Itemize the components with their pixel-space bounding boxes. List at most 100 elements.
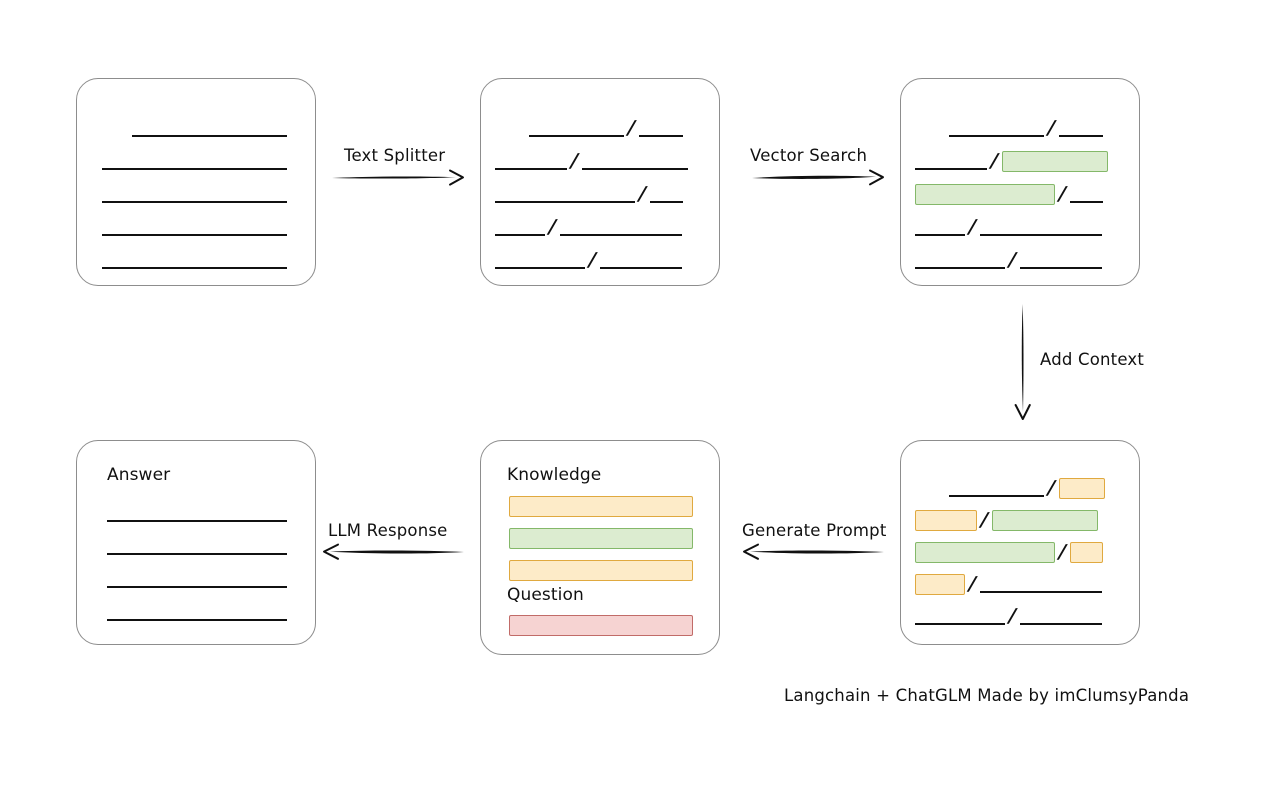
arrow-vector-search-label: Vector Search xyxy=(750,146,868,165)
highlight-chip-yellow xyxy=(915,510,977,531)
answer-label: Answer xyxy=(107,465,171,485)
text-row xyxy=(107,570,287,590)
slash-separator: / xyxy=(1047,117,1056,139)
text-line-segment xyxy=(1058,135,1103,137)
slash-separator: / xyxy=(990,150,999,172)
text-line-segment xyxy=(495,168,567,170)
text-line-segment xyxy=(1019,623,1102,625)
text-row: / xyxy=(915,216,1102,238)
credit-text: Langchain + ChatGLM Made by imClumsyPand… xyxy=(784,686,1190,705)
arrow-llm-response-label: LLM Response xyxy=(328,521,448,540)
text-line-segment xyxy=(107,553,287,555)
text-row: / xyxy=(495,183,683,205)
card-context-chunks-rows: / / / / / xyxy=(901,441,1139,644)
highlight-chip-yellow xyxy=(915,574,965,595)
text-row: / xyxy=(495,249,682,271)
card-source-document-rows xyxy=(77,79,315,285)
text-line-segment xyxy=(102,267,287,269)
text-line-segment xyxy=(102,201,287,203)
slash-separator: / xyxy=(548,216,557,238)
highlight-chip-green xyxy=(915,542,1055,563)
card-retrieved-chunks-rows: / / / / / xyxy=(901,79,1139,285)
text-line-segment xyxy=(495,201,635,203)
arrow-generate-prompt: Generate Prompt xyxy=(738,521,886,565)
text-line-segment xyxy=(1019,267,1102,269)
text-line-segment xyxy=(915,234,965,236)
text-row: / xyxy=(915,249,1102,271)
text-line-segment xyxy=(581,168,688,170)
card-prompt: Knowledge Question xyxy=(480,440,720,655)
slash-separator: / xyxy=(980,509,989,531)
text-line-segment xyxy=(915,267,1005,269)
arrow-text-splitter-label: Text Splitter xyxy=(344,146,446,165)
arrow-llm-response: LLM Response xyxy=(318,521,466,565)
arrow-add-context-label: Add Context xyxy=(1040,350,1145,369)
text-row: / xyxy=(915,183,1103,205)
text-row xyxy=(107,504,287,524)
arrow-vector-search: Vector Search xyxy=(750,146,885,190)
highlight-chip-yellow xyxy=(1069,542,1103,563)
text-line-segment xyxy=(638,135,683,137)
text-line-segment xyxy=(1069,201,1103,203)
text-line-segment xyxy=(529,135,624,137)
card-split-chunks: / / / / / xyxy=(480,78,720,286)
prompt-knowledge-label: Knowledge xyxy=(507,465,602,485)
text-line-segment xyxy=(102,168,287,170)
card-answer-rows xyxy=(77,441,315,644)
text-line-segment xyxy=(649,201,683,203)
prompt-knowledge-bar-3 xyxy=(509,560,693,581)
slash-separator: / xyxy=(1058,183,1067,205)
text-row: / xyxy=(949,477,1105,499)
text-line-segment xyxy=(107,520,287,522)
text-line-segment xyxy=(107,586,287,588)
slash-separator: / xyxy=(1058,541,1067,563)
text-line-segment xyxy=(102,234,287,236)
slash-separator: / xyxy=(638,183,647,205)
text-row: / xyxy=(915,541,1103,563)
text-line-segment xyxy=(107,619,287,621)
text-line-segment xyxy=(559,234,682,236)
text-row: / xyxy=(495,216,682,238)
slash-separator: / xyxy=(968,216,977,238)
prompt-question-label: Question xyxy=(507,585,584,605)
text-row: / xyxy=(915,509,1098,531)
highlight-chip-green xyxy=(991,510,1098,531)
card-source-document xyxy=(76,78,316,286)
text-row xyxy=(107,537,287,557)
text-row: / xyxy=(529,117,683,139)
prompt-knowledge-bar-2 xyxy=(509,528,693,549)
arrow-generate-prompt-label: Generate Prompt xyxy=(742,521,887,540)
text-row: / xyxy=(949,117,1103,139)
text-row: / xyxy=(915,573,1102,595)
text-row xyxy=(102,152,287,172)
prompt-knowledge-bar-1 xyxy=(509,496,693,517)
text-row xyxy=(107,603,287,623)
text-line-segment xyxy=(495,234,545,236)
text-row xyxy=(132,119,287,139)
text-line-segment xyxy=(949,135,1044,137)
slash-separator: / xyxy=(968,573,977,595)
highlight-chip-green xyxy=(915,184,1055,205)
prompt-question-bar-1 xyxy=(509,615,693,636)
text-row xyxy=(102,218,287,238)
text-line-segment xyxy=(979,591,1102,593)
card-retrieved-chunks: / / / / / xyxy=(900,78,1140,286)
highlight-chip-green xyxy=(1001,151,1108,172)
slash-separator: / xyxy=(570,150,579,172)
text-line-segment xyxy=(979,234,1102,236)
text-row: / xyxy=(495,150,688,172)
text-row xyxy=(102,185,287,205)
slash-separator: / xyxy=(1008,605,1017,627)
text-row: / xyxy=(915,605,1102,627)
highlight-chip-yellow xyxy=(1058,478,1105,499)
card-answer: Answer xyxy=(76,440,316,645)
slash-separator: / xyxy=(588,249,597,271)
slash-separator: / xyxy=(1008,249,1017,271)
card-split-chunks-rows: / / / / / xyxy=(481,79,719,285)
text-line-segment xyxy=(915,623,1005,625)
slash-separator: / xyxy=(627,117,636,139)
text-line-segment xyxy=(132,135,287,137)
arrow-text-splitter: Text Splitter xyxy=(330,146,465,190)
text-row xyxy=(102,251,287,271)
